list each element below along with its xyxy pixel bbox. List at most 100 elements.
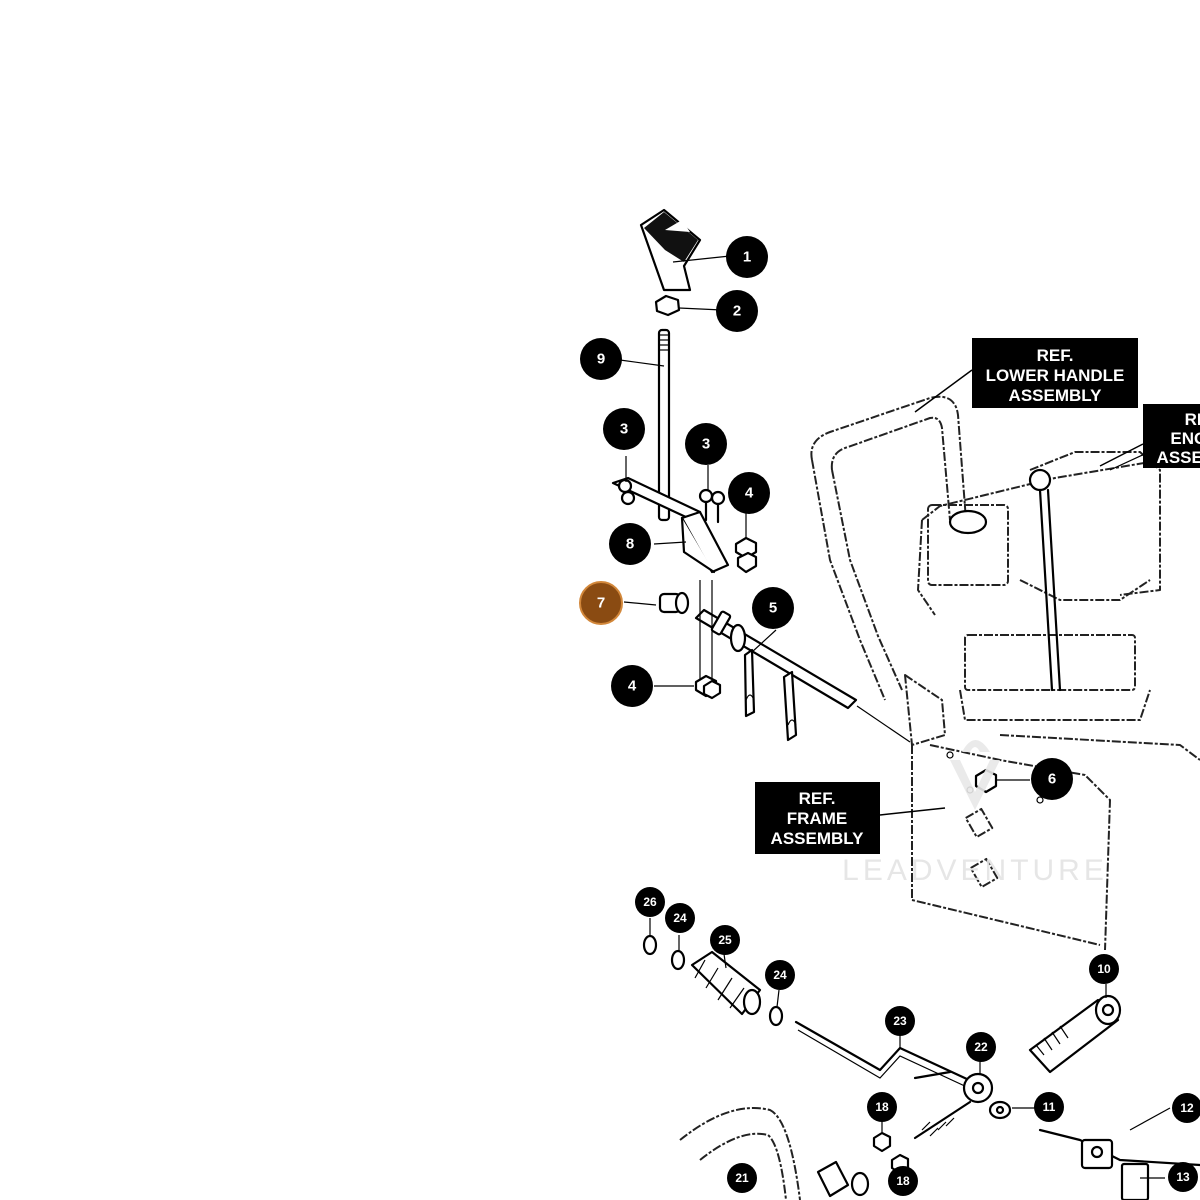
shaft-nut-lower [654, 674, 722, 700]
callout-4-upper[interactable]: 4 [728, 472, 770, 514]
callout-badge [609, 523, 651, 565]
callout-badge [580, 338, 622, 380]
shaft-bushing [623, 591, 690, 615]
bracket-screws [698, 465, 758, 574]
callout-label: 3 [620, 421, 628, 438]
watermark-text: LEADVENTURE [842, 854, 1108, 887]
callout-label: 24 [673, 911, 687, 925]
callout-label: 21 [735, 1171, 749, 1185]
callout-10[interactable]: 10 [1089, 954, 1119, 984]
callout-8[interactable]: 8 [609, 523, 651, 565]
callout-badge [765, 960, 795, 990]
callout-label: 18 [896, 1174, 910, 1188]
callout-23[interactable]: 23 [885, 1006, 915, 1036]
callout-1[interactable]: 1 [726, 236, 768, 278]
handle-grip-10 [1028, 984, 1122, 1074]
callout-3-right[interactable]: 3 [685, 423, 727, 465]
lever-bracket [611, 456, 730, 574]
lower-handle-frame-outline [810, 395, 967, 701]
callout-badge [1031, 758, 1073, 800]
callout-label: 22 [974, 1040, 988, 1054]
callout-badge-highlight [579, 581, 623, 625]
callout-26[interactable]: 26 [635, 887, 665, 917]
callout-badge [611, 665, 653, 707]
ref-lower-handle-line3: ASSEMBLY [1009, 386, 1103, 405]
ref-engine-line2: ENGINE [1170, 429, 1200, 448]
callout-badge [710, 925, 740, 955]
callout-badge [685, 423, 727, 465]
ref-frame-line1: REF. [799, 789, 836, 808]
ref-frame-line3: ASSEMBLY [771, 829, 865, 848]
callout-label: 4 [745, 485, 754, 502]
washer-11 [988, 1100, 1036, 1120]
callout-label: 26 [643, 895, 657, 909]
callout-label: 13 [1176, 1170, 1190, 1184]
callout-badge [885, 1006, 915, 1036]
callout-22[interactable]: 22 [966, 1032, 996, 1062]
ref-engine-line3: ASSEMBLY [1157, 448, 1200, 467]
ref-engine-assembly-box: REF. ENGINE ASSEMBLY [1099, 404, 1200, 468]
callout-24-right[interactable]: 24 [765, 960, 795, 990]
callout-11[interactable]: 11 [1034, 1092, 1064, 1122]
callout-label: 4 [628, 678, 637, 695]
callout-21[interactable]: 21 [727, 1163, 757, 1193]
knob-nut [654, 294, 723, 317]
callout-label: 23 [893, 1014, 907, 1028]
lower-handle-arc [679, 1107, 870, 1200]
washer-26 [642, 918, 658, 956]
ref-lower-handle-assembly-box: REF. LOWER HANDLE ASSEMBLY [914, 338, 1138, 413]
callout-7-highlighted[interactable]: 7 [579, 581, 623, 625]
callout-13[interactable]: 13 [1168, 1162, 1198, 1192]
lower-bracket [1038, 1107, 1200, 1200]
callout-9[interactable]: 9 [580, 338, 622, 380]
callout-badge [727, 1163, 757, 1193]
shift-shaft [694, 580, 911, 743]
callout-badge [603, 408, 645, 450]
washer-24-right [768, 989, 784, 1027]
watermark: LEADVENTURE [842, 740, 1108, 887]
nut-18 [872, 1120, 910, 1175]
callout-label: 2 [733, 303, 741, 320]
callout-label: 5 [769, 600, 777, 617]
callout-badge [665, 903, 695, 933]
shift-rod [619, 328, 671, 522]
callout-label: 3 [702, 436, 710, 453]
callout-25[interactable]: 25 [710, 925, 740, 955]
main-frame-outline [904, 674, 1200, 951]
callout-5[interactable]: 5 [752, 587, 794, 629]
control-rod [794, 1020, 984, 1095]
callout-18-upper[interactable]: 18 [867, 1092, 897, 1122]
callout-6[interactable]: 6 [1031, 758, 1073, 800]
callout-badge [752, 587, 794, 629]
callout-label: 1 [743, 249, 751, 266]
callout-badge [966, 1032, 996, 1062]
ref-frame-line2: FRAME [787, 809, 847, 828]
callout-label: 11 [1043, 1100, 1056, 1114]
callout-label: 12 [1180, 1101, 1194, 1115]
callout-4-lower[interactable]: 4 [611, 665, 653, 707]
callout-badge [867, 1092, 897, 1122]
callout-badge [716, 290, 758, 332]
washer-24-left [670, 935, 686, 971]
callout-18-lower[interactable]: 18 [888, 1166, 918, 1196]
callout-badge [1172, 1093, 1200, 1123]
callout-24-left[interactable]: 24 [665, 903, 695, 933]
engine-outline [917, 439, 1200, 721]
callout-12[interactable]: 12 [1172, 1093, 1200, 1123]
callout-3-left[interactable]: 3 [603, 408, 645, 450]
callout-label: 7 [597, 595, 605, 612]
callout-label: 10 [1097, 962, 1111, 976]
callout-2[interactable]: 2 [716, 290, 758, 332]
rubber-grip [690, 950, 762, 1016]
ref-lower-handle-line1: REF. [1037, 346, 1074, 365]
callout-badge [1168, 1162, 1198, 1192]
callout-label: 25 [718, 933, 732, 947]
callout-label: 8 [626, 536, 634, 553]
shift-knob [639, 208, 731, 292]
ref-engine-line1: REF. [1185, 410, 1200, 429]
ref-lower-handle-line2: LOWER HANDLE [986, 366, 1125, 385]
callout-label: 18 [875, 1100, 889, 1114]
callout-label: 9 [597, 351, 605, 368]
callout-badge [1034, 1092, 1064, 1122]
